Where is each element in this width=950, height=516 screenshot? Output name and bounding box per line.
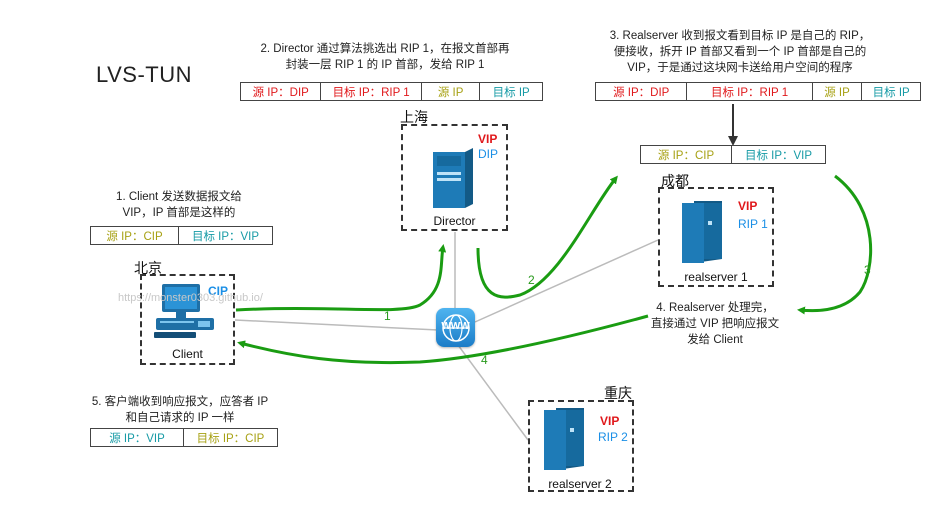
- step-4-line-1: 4. Realserver 处理完，: [656, 302, 774, 314]
- step-1-line-2: VIP，IP 首部是这样的: [122, 207, 236, 219]
- step-5-line-2: 和自己请求的 IP 一样: [125, 412, 235, 424]
- realserver-1-node: VIP RIP 1 realserver 1: [658, 187, 774, 287]
- rs2-label: realserver 2: [548, 477, 612, 491]
- internet-node: WWW: [436, 308, 475, 347]
- step-4-note: 4. Realserver 处理完， 直接通过 VIP 把响应报文 发给 Cli…: [630, 300, 800, 348]
- step-5-note: 5. 客户端收到响应报文，应答者 IP 和自己请求的 IP 一样: [60, 394, 300, 426]
- director-vip: VIP: [478, 132, 498, 146]
- arrow-1: [235, 244, 447, 312]
- packet-3-outer-dst: 目标 IP：RIP 1: [687, 83, 813, 100]
- arrow-2-label: 2: [528, 273, 535, 287]
- rs2-vip: VIP: [600, 414, 620, 428]
- packet-3-decap-src: 源 IP：CIP: [641, 146, 733, 163]
- director-label: Director: [433, 214, 476, 228]
- step-5-line-1: 5. 客户端收到响应报文，应答者 IP: [91, 396, 269, 408]
- rs1-location: 成都: [661, 173, 689, 189]
- step-3-line-3: VIP，于是通过这块网卡送给用户空间的程序: [627, 62, 853, 74]
- packet-3-outer-src: 源 IP：DIP: [596, 83, 688, 100]
- rs1-rip: RIP 1: [738, 217, 768, 231]
- diagram-title: LVS-TUN: [96, 62, 192, 87]
- globe-icon: [441, 313, 470, 342]
- packet-3-inner-src: 源 IP: [813, 83, 863, 100]
- server-icon: [544, 408, 584, 470]
- server-icon: [682, 201, 722, 263]
- packet-3-decapsulated: 源 IP：CIP 目标 IP：VIP: [640, 145, 826, 164]
- packet-5: 源 IP：VIP 目标 IP：CIP: [90, 428, 278, 447]
- step-1-line-1: 1. Client 发送数据报文给: [116, 191, 242, 203]
- packet-1-src: 源 IP：CIP: [91, 227, 180, 244]
- rs1-label: realserver 1: [684, 270, 748, 284]
- step-3-line-1: 3. Realserver 收到报文看到目标 IP 是自己的 RIP，: [609, 30, 871, 42]
- realserver-2-node: VIP RIP 2 realserver 2: [528, 400, 634, 492]
- link-client-internet: [234, 319, 439, 331]
- step-1-note: 1. Client 发送数据报文给 VIP，IP 首部是这样的: [84, 189, 274, 221]
- step-4-line-2: 直接通过 VIP 把响应报文: [650, 318, 780, 330]
- rs2-location: 重庆: [604, 385, 632, 401]
- internet-label: WWW: [441, 321, 470, 332]
- packet-3-decap-dst: 目标 IP：VIP: [744, 149, 813, 162]
- director-dip: DIP: [478, 147, 499, 161]
- server-icon: [433, 148, 473, 208]
- step-3-note: 3. Realserver 收到报文看到目标 IP 是自己的 RIP， 便接收，…: [590, 28, 890, 76]
- packet-2-inner-dst: 目标 IP: [492, 86, 530, 99]
- step-2-line-2: 封装一层 RIP 1 的 IP 首部，发给 RIP 1: [285, 59, 485, 71]
- client-node: CIP Client: [140, 274, 235, 365]
- watermark: https://monster0303.github.io/: [118, 292, 263, 304]
- packet-3-inner-dst: 目标 IP: [872, 86, 910, 99]
- arrow-1-label: 1: [384, 309, 391, 323]
- link-rs1-internet: [474, 239, 659, 323]
- client-location: 北京: [134, 260, 162, 276]
- arrow-2: [476, 175, 618, 299]
- director-location: 上海: [400, 109, 428, 125]
- packet-1-dst: 目标 IP：VIP: [191, 230, 260, 243]
- computer-icon: [154, 284, 214, 338]
- arrow-4-label: 4: [481, 353, 488, 367]
- step-3-line-2: 便接收，拆开 IP 首部又看到一个 IP 首部是自己的: [613, 46, 867, 58]
- arrow-3: [797, 174, 873, 315]
- packet-2-outer-src: 源 IP：DIP: [241, 83, 322, 100]
- step-4-line-3: 发给 Client: [687, 334, 743, 346]
- packet-2-inner-src: 源 IP: [422, 83, 481, 100]
- step-2-line-1: 2. Director 通过算法挑选出 RIP 1，在报文首部再: [260, 43, 510, 55]
- packet-5-dst: 目标 IP：CIP: [196, 432, 265, 445]
- rs1-vip: VIP: [738, 199, 758, 213]
- step-2-note: 2. Director 通过算法挑选出 RIP 1，在报文首部再 封装一层 RI…: [245, 41, 525, 73]
- rs2-rip: RIP 2: [598, 430, 628, 444]
- director-node: VIP DIP Director: [401, 124, 508, 231]
- link-rs2-internet: [457, 344, 529, 441]
- packet-1: 源 IP：CIP 目标 IP：VIP: [90, 226, 273, 245]
- client-label: Client: [172, 347, 203, 361]
- packet-3: 源 IP：DIP 目标 IP：RIP 1 源 IP 目标 IP: [595, 82, 921, 101]
- packet-2: 源 IP：DIP 目标 IP：RIP 1 源 IP 目标 IP: [240, 82, 543, 101]
- client-ip: CIP: [208, 284, 229, 298]
- packet-2-outer-dst: 目标 IP：RIP 1: [321, 83, 422, 100]
- arrow-3-label: 3: [864, 263, 871, 277]
- packet-5-src: 源 IP：VIP: [91, 429, 184, 446]
- arrow-4: [237, 314, 649, 365]
